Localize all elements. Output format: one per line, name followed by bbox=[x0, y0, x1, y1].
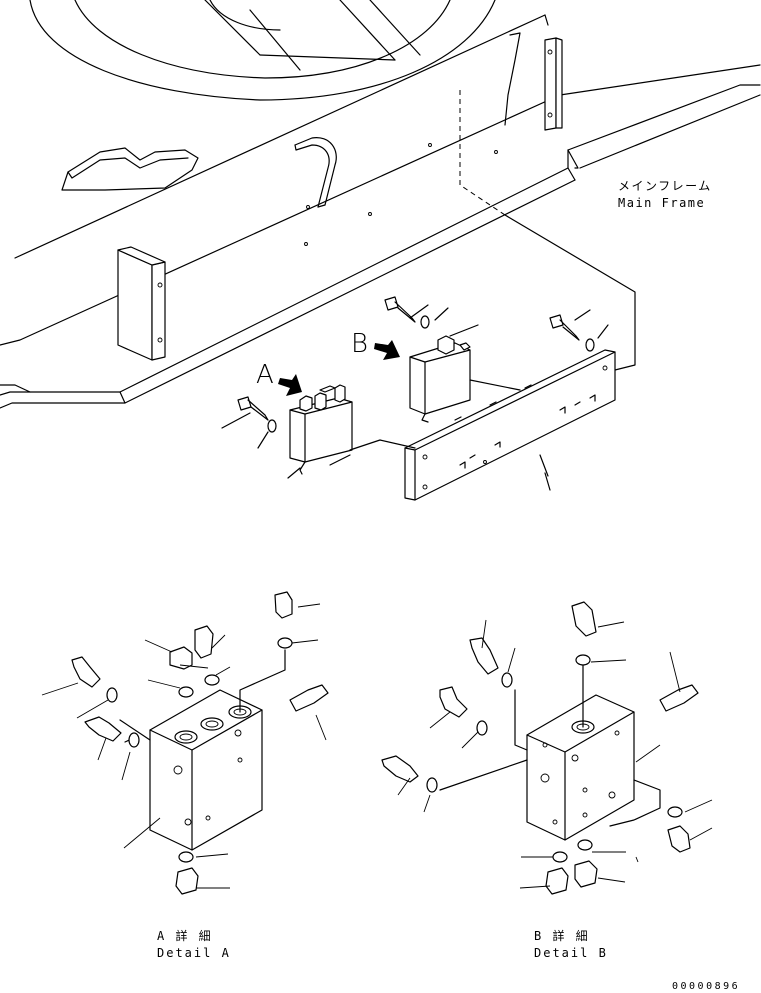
detail-a-drawing bbox=[41, 591, 329, 895]
annotations: メインフレーム Main Frame A B A 詳 細 Detail A B … bbox=[157, 179, 740, 992]
detail-b-caption-en: Detail B bbox=[534, 946, 608, 960]
main-frame-label-en: Main Frame bbox=[618, 196, 705, 210]
detail-a-caption-jp: A 詳 細 bbox=[157, 928, 213, 943]
main-frame-label-jp: メインフレーム bbox=[618, 179, 712, 193]
detail-b-drawing bbox=[381, 601, 713, 895]
valve-block-b bbox=[374, 296, 609, 423]
drawing-number: 00000896 bbox=[672, 981, 740, 992]
detail-b-caption-jp: B 詳 細 bbox=[534, 928, 590, 943]
view-a-marker: A bbox=[256, 360, 274, 390]
view-b-marker: B bbox=[351, 329, 368, 359]
main-frame bbox=[0, 0, 761, 409]
mounting-bracket-plate bbox=[404, 349, 616, 501]
detail-a-caption-en: Detail A bbox=[157, 946, 231, 960]
valve-block-a bbox=[221, 374, 416, 479]
